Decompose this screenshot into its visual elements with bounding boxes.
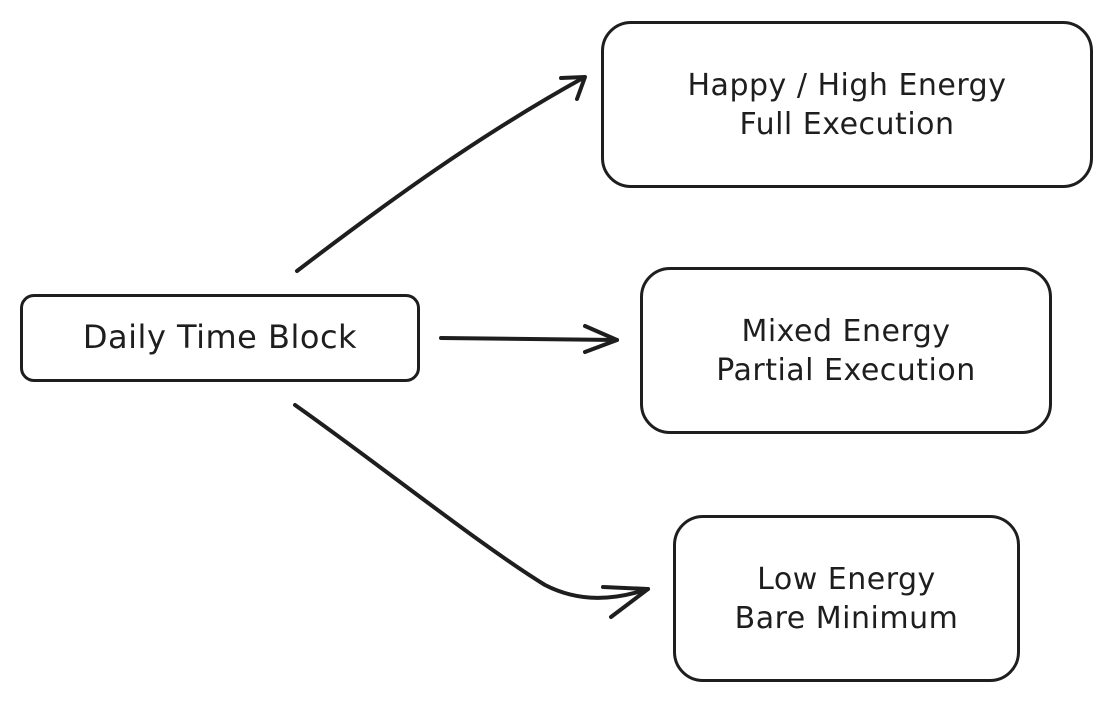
edge-line-low [293, 403, 650, 600]
edge-to-mixed-energy[interactable] [439, 324, 619, 354]
target-mixed-line2: Partial Execution [716, 352, 976, 388]
target-node-low-energy[interactable]: Low Energy Bare Minimum [673, 515, 1020, 682]
edge-line-mixed [439, 336, 619, 342]
edge-to-high-energy[interactable] [295, 75, 587, 273]
source-node-label: Daily Time Block [82, 318, 358, 357]
source-node-daily-time-block[interactable]: Daily Time Block [20, 294, 420, 382]
target-low-line2: Bare Minimum [734, 600, 959, 636]
arrowhead-high [559, 75, 587, 101]
target-node-high-energy[interactable]: Happy / High Energy Full Execution [601, 21, 1093, 188]
target-high-line1: Happy / High Energy [687, 67, 1007, 103]
arrowhead-mixed [583, 324, 619, 354]
target-low-line1: Low Energy [757, 561, 936, 597]
edge-line-high [295, 76, 585, 273]
target-high-line2: Full Execution [739, 106, 955, 142]
target-node-mixed-energy[interactable]: Mixed Energy Partial Execution [640, 267, 1052, 434]
target-mixed-line1: Mixed Energy [741, 313, 951, 349]
edge-to-low-energy[interactable] [293, 403, 650, 619]
arrowhead-low [601, 585, 650, 619]
